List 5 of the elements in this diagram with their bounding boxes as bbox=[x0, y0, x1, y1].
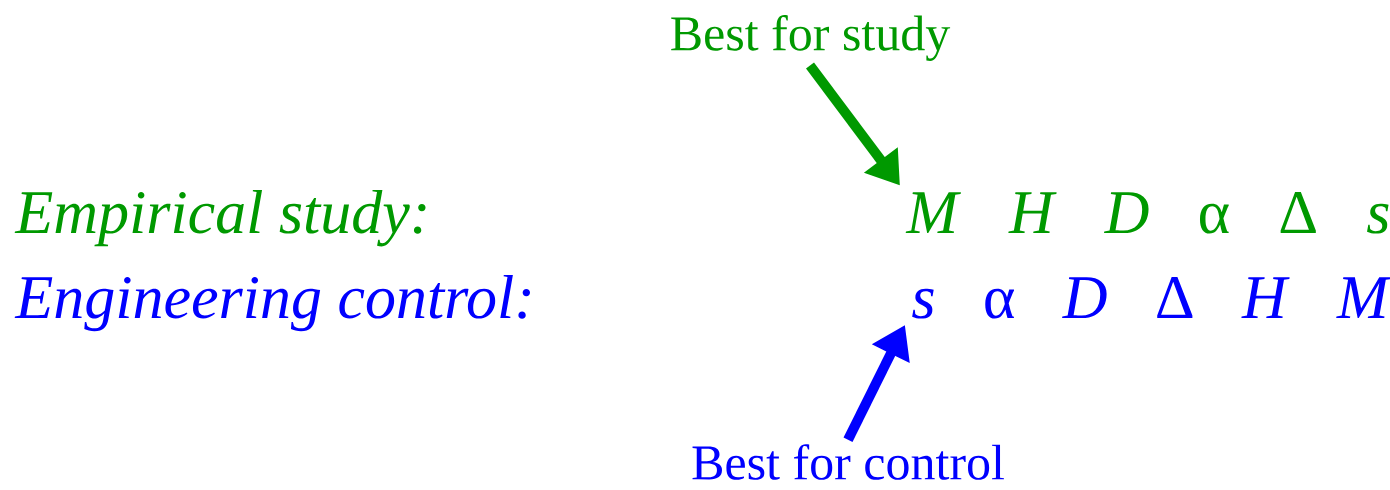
callout-text: Best for study bbox=[671, 15, 951, 61]
row-label: Engineering control: bbox=[14, 274, 530, 332]
symbol-sequence: M H D α Δ s bbox=[905, 192, 1389, 234]
callout-text: Best for control bbox=[692, 444, 1004, 480]
row-label: Empirical study: bbox=[14, 189, 426, 247]
